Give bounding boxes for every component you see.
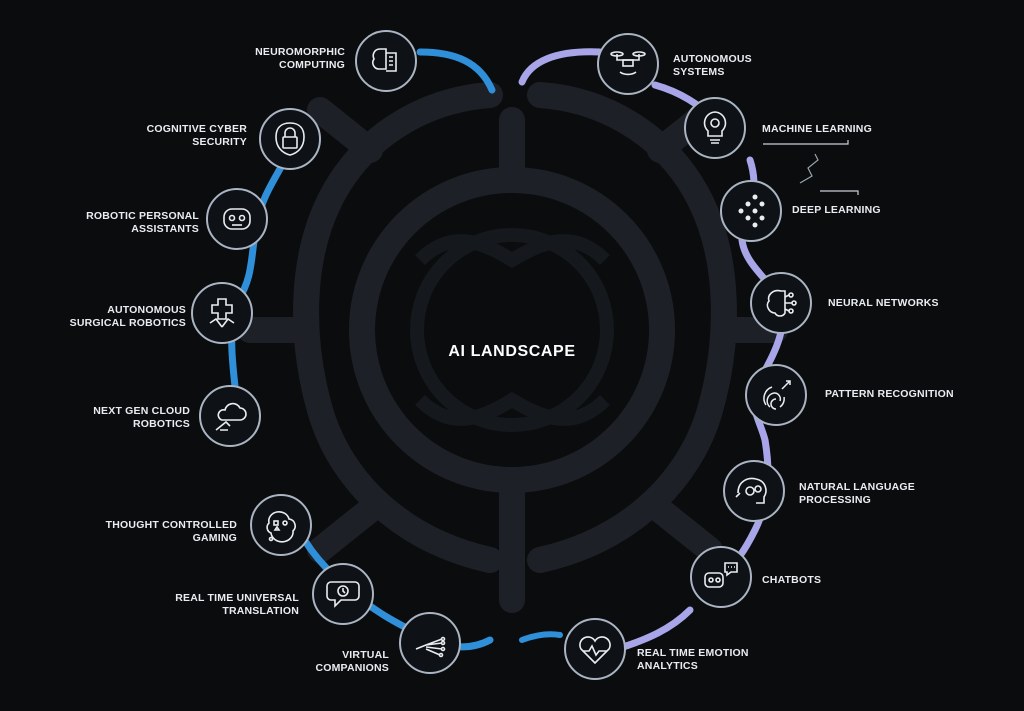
head-gears-icon [735,477,767,504]
node-pattern-recognition[interactable] [745,364,807,426]
brain-network-icon [766,289,797,317]
label-autonomous-systems: AUTONOMOUS SYSTEMS [673,53,752,78]
label-next-gen-cloud-robotics: NEXT GEN CLOUD ROBOTICS [93,405,190,430]
surgical-robot-icon [209,298,235,328]
background-gear-inner [410,228,614,432]
left-arc-bottom-right [519,631,563,643]
lock-icon [275,122,305,156]
label-thought-controlled-gaming: THOUGHT CONTROLLED GAMING [105,519,237,544]
node-robotic-personal-assistants[interactable] [206,188,268,250]
label-pattern-recognition: PATTERN RECOGNITION [825,388,954,400]
label-autonomous-surgical-robotics: AUTONOMOUS SURGICAL ROBOTICS [69,304,186,329]
node-neural-networks[interactable] [750,272,812,334]
cloud-robot-icon [215,402,247,431]
label-deep-learning: DEEP LEARNING [792,204,881,216]
node-next-gen-cloud-robotics[interactable] [199,385,261,447]
node-machine-learning[interactable] [684,97,746,159]
node-network-icon [738,194,765,228]
fingerprint-icon [763,380,791,410]
node-real-time-emotion-analytics[interactable] [564,618,626,680]
label-real-time-universal-translation: REAL TIME UNIVERSAL TRANSLATION [175,592,299,617]
label-robotic-personal-assistants: ROBOTIC PERSONAL ASSISTANTS [86,210,199,235]
label-neural-networks: NEURAL NETWORKS [828,297,939,309]
node-real-time-universal-translation[interactable] [312,563,374,625]
label-neuromorphic-computing: NEUROMORPHIC COMPUTING [255,46,345,71]
label-chatbots: CHATBOTS [762,574,822,586]
node-deep-learning[interactable] [720,180,782,242]
label-virtual-companions: VIRTUAL COMPANIONS [315,649,389,674]
brain-chip-icon [372,48,397,72]
node-thought-controlled-gaming[interactable] [250,494,312,556]
label-natural-language-processing: NATURAL LANGUAGE PROCESSING [799,481,915,506]
diagram-title: AI LANDSCAPE [448,343,576,360]
label-machine-learning: MACHINE LEARNING [762,123,872,135]
node-virtual-companions[interactable] [399,612,461,674]
heart-pulse-icon [579,636,611,665]
node-chatbots[interactable] [690,546,752,608]
lightbulb-gear-icon [703,111,727,144]
node-cognitive-cyber-security[interactable] [259,108,321,170]
ml-bracket [763,140,859,195]
speech-bubbles-icon [326,581,360,608]
node-natural-language-processing[interactable] [723,460,785,522]
node-neuromorphic-computing[interactable] [355,30,417,92]
chatbot-icon [704,562,738,588]
node-autonomous-surgical-robotics[interactable] [191,282,253,344]
drone-icon [610,51,646,76]
robot-hand-icon [415,636,446,658]
label-cognitive-cyber-security: COGNITIVE CYBER SECURITY [146,123,247,148]
thought-bubble-icon [266,511,296,543]
robot-head-icon [223,208,251,230]
label-real-time-emotion-analytics: REAL TIME EMOTION ANALYTICS [637,647,749,672]
node-autonomous-systems[interactable] [597,33,659,95]
